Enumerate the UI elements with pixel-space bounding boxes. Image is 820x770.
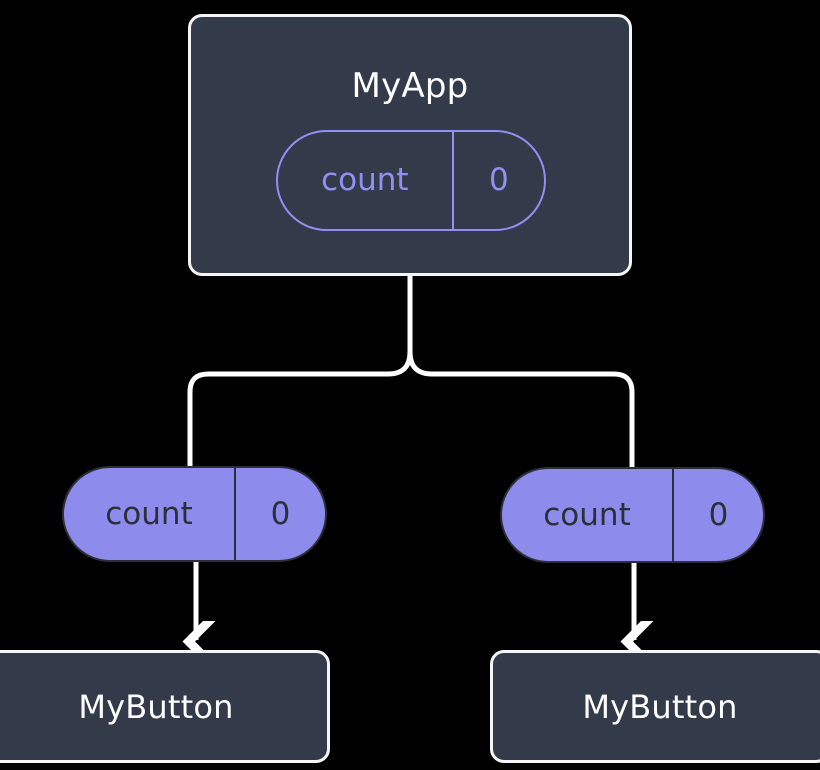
component-node-mybutton-left[interactable]: MyButton [0, 650, 330, 763]
state-pill-value: 0 [270, 495, 291, 532]
state-pill-key: count [502, 469, 674, 561]
state-pill-child-0[interactable]: count 0 [62, 466, 327, 562]
component-label-mybutton: MyButton [78, 687, 234, 726]
component-label-mybutton: MyButton [582, 687, 738, 726]
component-node-mybutton-right[interactable]: MyButton [490, 650, 820, 763]
component-label-myapp: MyApp [351, 66, 469, 106]
fork-connector [187, 273, 413, 469]
state-pill-key: count [64, 468, 236, 560]
state-pill-root[interactable]: count 0 [276, 130, 546, 231]
state-pill-value: 0 [708, 496, 729, 533]
state-pill-key: count [278, 132, 454, 229]
fork-connector-right [407, 273, 635, 470]
state-pill-child-1[interactable]: count 0 [500, 467, 765, 563]
state-pill-value: 0 [488, 162, 509, 198]
